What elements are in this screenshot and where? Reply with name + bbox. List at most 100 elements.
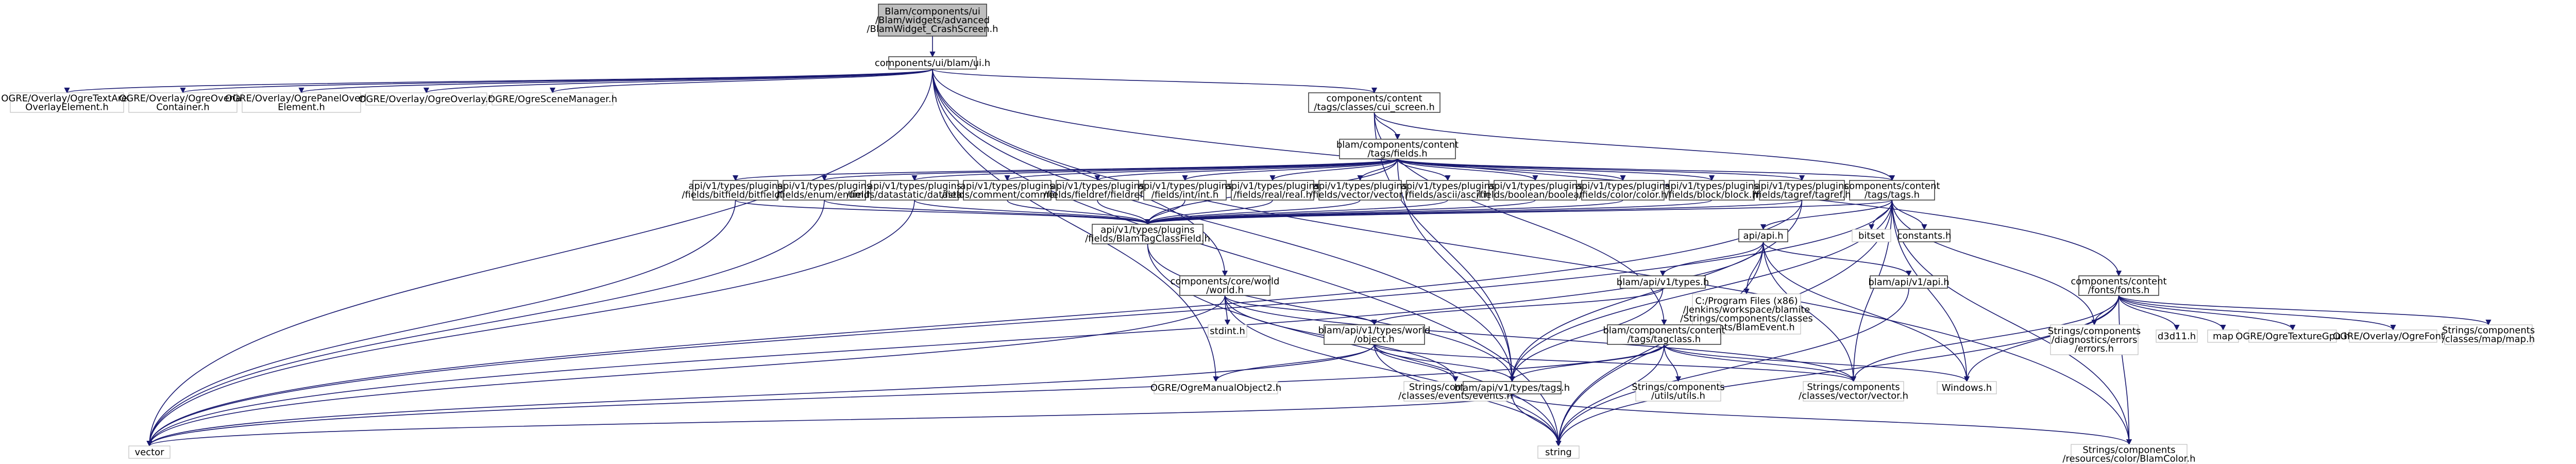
node-box (1056, 180, 1139, 201)
node-f-tagref[interactable]: api/v1/types/plugins/fields/tagref/tagre… (1753, 180, 1851, 201)
node-root[interactable]: Blam/components/ui/Blam/widgets/advanced… (867, 4, 998, 37)
node-box (1406, 180, 1489, 201)
node-label-line: /fields/fieldref/fieldref.h (1044, 190, 1151, 201)
node-ogre-overlay[interactable]: OGRE/Overlay/OgreOverlay.h (359, 92, 494, 106)
edge-content-tags-tagclass-to-vector (146, 344, 1665, 447)
node-box (1324, 324, 1425, 345)
node-label-line: /fields/int/int.h (1151, 190, 1218, 201)
edge-api-to-windows (1762, 241, 1970, 383)
node-f-boolean[interactable]: api/v1/types/plugins/fields/boolean/bool… (1477, 180, 1594, 201)
node-box (128, 445, 171, 459)
node-label-line: api/v1/types/plugins (688, 181, 782, 192)
node-windows[interactable]: Windows.h (1937, 381, 1997, 394)
node-label-line: /fields/BlamTagClassField.h (1085, 234, 1210, 244)
node-strings-utils[interactable]: Strings/components/utils/utils.h (1632, 381, 1725, 402)
node-label-line: vector (134, 447, 164, 458)
node-box (1208, 324, 1247, 338)
edge-blam-world-to-ogre-manual (1213, 344, 1375, 383)
node-label-line: /errors.h (2075, 343, 2114, 354)
node-content-tags-tagclass[interactable]: blam/components/content/tags/tagclass.h (1603, 324, 1725, 345)
node-ogre-texture[interactable]: OGRE/OgreTextureGpu.h (2235, 329, 2350, 343)
node-label-line: /fields/tagref/tagref.h (1753, 190, 1851, 201)
node-f-bitfield[interactable]: api/v1/types/plugins/fields/bitfield/bit… (682, 180, 789, 201)
edge-fonts-to-ogre-texture (2118, 295, 2296, 331)
node-ogre-scene[interactable]: OGRE/OgreSceneManager.h (488, 92, 617, 106)
node-ogre-manual[interactable]: OGRE/OgreManualObject2.h (1150, 381, 1281, 394)
node-classes-map[interactable]: Strings/components/classes/map/map.h (2442, 324, 2535, 345)
node-bitset[interactable]: bitset (1852, 229, 1891, 242)
node-box (1803, 381, 1904, 402)
node-label-line: api/v1/types/plugins (1313, 181, 1407, 192)
edge-blamui-to-world (932, 69, 1228, 277)
node-api[interactable]: api/api.h (1738, 229, 1788, 242)
edge-f-tagref-to-vector (146, 200, 1803, 447)
node-label-line: api/v1/types/plugins (1050, 181, 1144, 192)
node-box (1937, 381, 1997, 394)
node-tags[interactable]: components/content/tags/tags.h (1844, 180, 1940, 201)
node-label-line: api/v1/types/plugins (1576, 181, 1670, 192)
node-f-int[interactable]: api/v1/types/plugins/fields/int/int.h (1138, 180, 1232, 201)
edge-fields-to-f-datastatic (911, 158, 1398, 181)
node-ogre-font[interactable]: OGRE/Overlay/OgreFont.h (2333, 329, 2453, 343)
node-string[interactable]: string (1537, 445, 1580, 459)
edge-api-to-blam-types (1659, 241, 1764, 277)
node-vector[interactable]: vector (128, 445, 171, 459)
node-blamtagclassfield[interactable]: api/v1/types/plugins/fields/BlamTagClass… (1085, 224, 1210, 244)
edge-tags-to-api (1760, 200, 1893, 230)
node-box (1231, 180, 1314, 201)
node-blamui[interactable]: components/ui/blam/ui.h (875, 56, 990, 70)
node-f-block[interactable]: api/v1/types/plugins/fields/block/block.… (1665, 180, 1759, 201)
edge-fonts-to-ogre-font (2118, 295, 2396, 331)
node-f-fieldref[interactable]: api/v1/types/plugins/fields/fieldref/fie… (1044, 180, 1151, 201)
edge-fields-to-f-real (1269, 158, 1398, 181)
node-constants[interactable]: constants.h (1897, 229, 1952, 242)
edge-blamui-to-ogre-manual (932, 69, 1219, 383)
node-map[interactable]: map (2207, 329, 2239, 343)
node-d3d11[interactable]: d3d11.h (2156, 329, 2198, 343)
edge-f-bitfield-to-blamtagclassfield (735, 200, 1150, 225)
node-box (1318, 180, 1402, 201)
node-f-enum[interactable]: api/v1/types/plugins/fields/enum/enum.h (776, 180, 872, 201)
node-f-ascii[interactable]: api/v1/types/plugins/fields/ascii/ascii.… (1401, 180, 1495, 201)
node-cui-screen[interactable]: components/content/tags/classes/cui_scre… (1308, 92, 1440, 113)
node-box (1738, 229, 1788, 242)
node-label-line: stdint.h (1210, 326, 1245, 337)
node-f-real[interactable]: api/v1/types/plugins/fields/real/real.h (1226, 180, 1319, 201)
node-box (783, 180, 866, 201)
node-box (1607, 324, 1721, 345)
node-classes-vector[interactable]: Strings/components/classes/vector/vector… (1799, 381, 1908, 402)
edge-blam-world-to-classes-events (1374, 344, 1459, 383)
node-label-line: /tags/fields.h (1367, 148, 1427, 159)
node-box (365, 92, 487, 106)
node-blam-world[interactable]: blam/api/v1/types/world/object.h (1318, 324, 1431, 345)
node-blam-types[interactable]: blam/api/v1/types.h (1617, 275, 1709, 289)
node-f-datastatic[interactable]: api/v1/types/plugins/fields/datastatic/d… (846, 180, 982, 201)
node-label-line: /diagnostics/errors (2051, 335, 2137, 345)
node-blamcolor[interactable]: Strings/components/resources/color/BlamC… (2062, 444, 2196, 464)
node-diag-errors[interactable]: Strings/components/diagnostics/errors/er… (2048, 324, 2141, 355)
node-stdint[interactable]: stdint.h (1208, 324, 1247, 338)
node-label-line: Container.h (156, 102, 209, 113)
node-f-color[interactable]: api/v1/types/plugins/fields/color/color.… (1576, 180, 1670, 201)
node-fonts[interactable]: components/content/fonts/fonts.h (2071, 275, 2167, 296)
node-blam-api[interactable]: blam/api/v1/api.h (1868, 275, 1950, 289)
node-box (2248, 329, 2337, 343)
edge-content-tags-tagclass-to-string (1555, 344, 1665, 447)
node-box (1308, 92, 1440, 113)
node-world[interactable]: components/core/world/world.h (1171, 275, 1280, 296)
edge-api-to-classes-vector (1762, 241, 1857, 383)
node-box (888, 56, 977, 70)
node-blam-tags[interactable]: blam/api/v1/types/tags.h (1454, 381, 1570, 394)
node-label-line: /fields/color/color.h (1579, 190, 1667, 201)
node-box (492, 92, 614, 106)
edge-f-tagref-to-blam-tags (1509, 200, 1803, 383)
node-ogre-textarea[interactable]: OGRE/Overlay/OgreTextAreaOverlayElement.… (1, 92, 133, 113)
node-label-line: OGRE/OgreTextureGpu.h (2235, 331, 2350, 342)
edge-blamui-to-vector (146, 69, 933, 447)
node-fields[interactable]: blam/components/content/tags/fields.h (1336, 139, 1459, 159)
node-label-line: api/v1/types/plugins (777, 181, 871, 192)
node-f-comment[interactable]: api/v1/types/plugins/fields/comment/comm… (942, 180, 1073, 201)
node-f-vector[interactable]: api/v1/types/plugins/fields/vector/vecto… (1310, 180, 1411, 201)
